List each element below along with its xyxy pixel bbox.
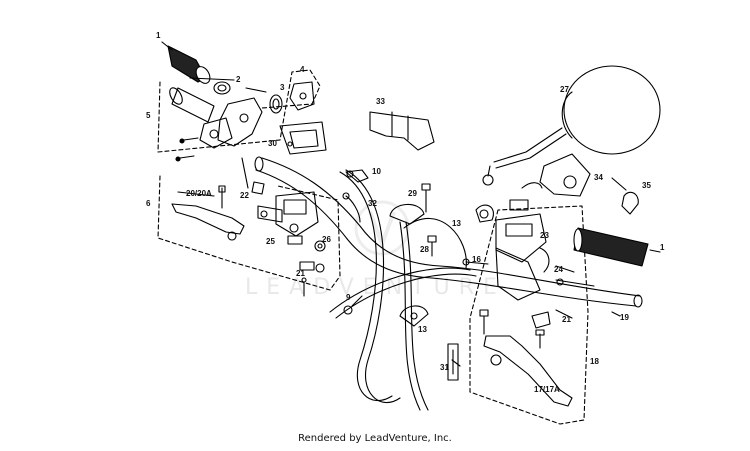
callout-26: 26 — [322, 235, 331, 244]
callout-33: 33 — [376, 97, 385, 106]
callout-4: 4 — [300, 65, 305, 74]
mirror — [482, 65, 661, 186]
callout-13-lower: 13 — [418, 325, 427, 334]
parts-diagram: LEADVENTURE — [146, 31, 665, 425]
callout-1-right: 1 — [660, 243, 665, 252]
callout-32: 32 — [368, 199, 377, 208]
callout-24: 24 — [554, 265, 563, 274]
left-grip — [167, 45, 211, 84]
callout-23: 23 — [540, 231, 549, 240]
callout-20-20a: 20/20A — [186, 189, 212, 198]
callout-2: 2 — [236, 75, 241, 84]
callout-31: 31 — [440, 363, 449, 372]
switch-clamp — [289, 81, 315, 111]
callout-3: 3 — [280, 83, 285, 92]
callout-5: 5 — [146, 111, 151, 120]
callout-29: 29 — [408, 189, 417, 198]
right-master-cylinder — [495, 199, 595, 301]
callout-19: 19 — [620, 313, 629, 322]
callout-34: 34 — [594, 173, 603, 182]
callout-30: 30 — [268, 139, 277, 148]
callout-27: 27 — [560, 85, 569, 94]
clamp-plate — [447, 343, 459, 381]
lower-clamp — [399, 305, 429, 327]
callout-16: 16 — [472, 255, 481, 264]
right-lever — [483, 335, 573, 407]
callout-1: 1 — [156, 31, 161, 40]
callout-25: 25 — [266, 237, 275, 246]
switch-housing — [369, 111, 435, 151]
reservoir-cover — [279, 121, 327, 155]
washer — [213, 81, 231, 95]
callout-9: 9 — [346, 293, 351, 302]
callout-13-upper: 13 — [452, 219, 461, 228]
switch-assembly — [539, 153, 591, 197]
left-master-cylinder — [257, 191, 319, 237]
callout-21-left: 21 — [296, 269, 305, 278]
callout-18: 18 — [590, 357, 599, 366]
callout-28: 28 — [420, 245, 429, 254]
callout-21-right: 21 — [562, 315, 571, 324]
callout-labels: 1 2 3 4 5 30 33 27 10 20/20A 22 6 29 32 … — [146, 31, 665, 394]
control-cables — [329, 169, 477, 411]
upper-clamp — [389, 203, 425, 225]
right-grip — [573, 227, 649, 267]
callout-17-17a: 17/17A — [534, 385, 560, 394]
throttle-housing — [199, 97, 263, 149]
left-lever — [171, 203, 245, 235]
left-master-group-box — [157, 175, 341, 291]
callout-22: 22 — [240, 191, 249, 200]
callout-10: 10 — [372, 167, 381, 176]
rubber-ring — [269, 94, 283, 114]
throttle-sleeve — [169, 87, 215, 123]
footer-credit: Rendered by LeadVenture, Inc. — [298, 433, 452, 444]
callout-35: 35 — [642, 181, 651, 190]
callout-6: 6 — [146, 199, 151, 208]
